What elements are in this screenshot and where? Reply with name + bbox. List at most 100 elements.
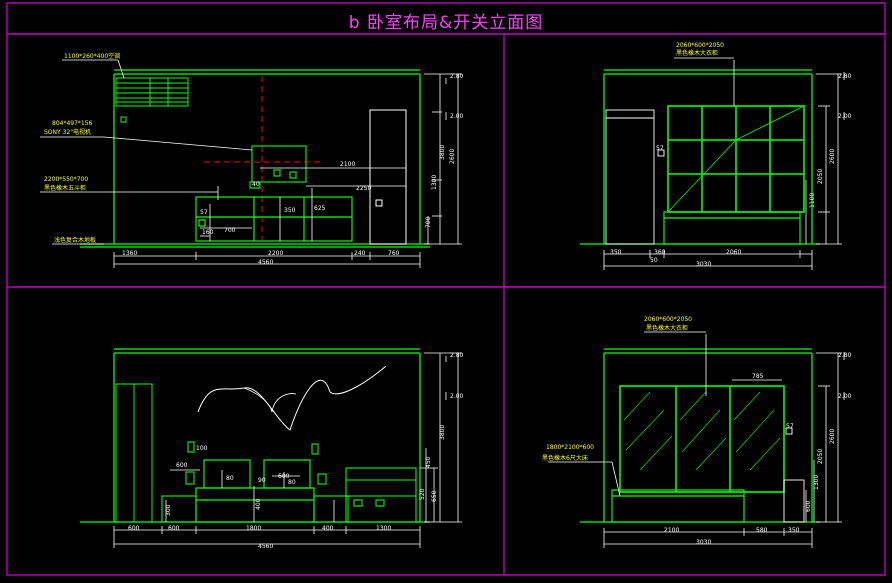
dim-b-4560: 4560 (258, 543, 273, 550)
wardrobe-diagonal (667, 105, 805, 213)
dim-v-1300: 1300 (813, 475, 820, 490)
dim-80-b: 80 (288, 479, 296, 486)
dim-b-1800: 1800 (246, 525, 261, 532)
dim-v-2050: 2050 (817, 449, 824, 464)
dim-2200: 2200 (268, 250, 283, 257)
dim-v-2600: 2600 (829, 149, 836, 164)
dim-57: 57 (200, 209, 208, 216)
leader-lines (40, 59, 253, 245)
elevation-tv-wall: 1100*260*400空调 804*497*156 SONY 32"电视机 2… (40, 52, 464, 268)
label-bed: 黑色橡木6尺大床 (542, 454, 588, 462)
dim-1360: 1360 (122, 250, 137, 257)
dim-57: 57 (786, 423, 794, 430)
wardrobe (667, 105, 805, 213)
elevation-wardrobe-wall: 2060*600*2050 黑色橡木大衣柜 57 350 360 2060 50… (580, 42, 852, 270)
sheet-frame (6, 2, 886, 576)
dim-3030: 3030 (696, 261, 711, 268)
dim-760: 760 (388, 250, 400, 257)
dimension-lines (603, 57, 845, 270)
glass-hatching (623, 391, 781, 471)
dim-b-600: 600 (128, 525, 140, 532)
side-unit (783, 427, 805, 523)
dim-700: 700 (224, 227, 236, 234)
dim-2250: 2250 (356, 185, 371, 192)
label-wardrobe-dims: 2060*600*2050 (644, 316, 692, 323)
dim-v-400: 400 (255, 498, 262, 510)
door (369, 109, 407, 245)
dim-2100: 2100 (340, 161, 355, 168)
dim-r-280: 2.80 (450, 352, 464, 359)
dim-r-280: 2.80 (450, 73, 464, 80)
dim-v-1300: 1300 (431, 175, 438, 190)
centerlines (204, 76, 320, 240)
sheet-title: b 卧室布局&开关立面图 (348, 13, 544, 33)
label-cabinet-dims: 2200*550*700 (44, 176, 88, 183)
dim-v-3800: 3800 (439, 145, 446, 160)
label-air-conditioner-dims: 1100*260*400空调 (64, 52, 120, 60)
dim-r-200: 2.00 (450, 393, 464, 400)
dim-r-280: 2.80 (838, 73, 852, 80)
dim-785: 785 (752, 373, 764, 380)
dim-b-1300: 1300 (376, 525, 391, 532)
dim-600-b: 600 (278, 473, 290, 480)
dim-80-a: 80 (226, 475, 234, 482)
dim-v-300: 300 (165, 504, 172, 516)
dim-b-400: 400 (322, 525, 334, 532)
curtain-column (115, 383, 153, 523)
dim-v-700: 700 (425, 216, 432, 228)
label-tv: SONY 32"电视机 (44, 128, 91, 136)
dim-v-650: 650 (431, 490, 438, 502)
label-bed-dims: 1800*2100*600 (546, 444, 594, 451)
elevation-bed-wall: 100 600 600 80 80 90 600 600 1800 400 13… (80, 348, 464, 550)
bed (663, 211, 801, 245)
dim-40: 40 (252, 181, 260, 188)
dim-625: 625 (314, 205, 326, 212)
dim-r-200: 2.00 (450, 113, 464, 120)
dim-50: 50 (650, 257, 658, 264)
label-wardrobe-dims: 2060*600*2050 (676, 42, 724, 49)
dim-v-600: 600 (805, 500, 812, 512)
dimension-lines (113, 352, 462, 548)
dim-r-200: 2.00 (838, 393, 852, 400)
dim-v-450: 450 (425, 456, 432, 468)
wall-switch (120, 116, 127, 123)
wall-art-curve-2 (243, 387, 297, 413)
bedside-tables (161, 441, 349, 523)
dim-360: 360 (654, 249, 666, 256)
dim-4560: 4560 (258, 259, 273, 266)
label-wardrobe: 黑色橡木大衣柜 (646, 324, 688, 332)
chest-of-drawers (195, 196, 353, 242)
tv-set (249, 145, 307, 189)
dim-b-2100: 2100 (664, 527, 679, 534)
glass-wardrobe (619, 385, 785, 493)
dim-v-1100: 1100 (809, 193, 816, 208)
double-bed (195, 459, 315, 523)
label-wardrobe: 黑色橡木大衣柜 (676, 49, 718, 57)
bed (611, 489, 745, 523)
dim-r-280: 2.80 (838, 352, 852, 359)
air-conditioner (115, 77, 189, 107)
dim-v-3800: 3800 (439, 425, 446, 440)
dim-v-2600: 2600 (829, 429, 836, 444)
dim-90: 90 (258, 477, 266, 484)
dim-b-350: 350 (788, 527, 800, 534)
dim-350: 350 (284, 207, 296, 214)
dim-v-2050: 2050 (817, 169, 824, 184)
dim-600-a: 600 (176, 462, 188, 469)
label-tv-dims: 804*497*156 (52, 120, 93, 127)
elevation-mirror-wardrobe: 2060*600*2050 黑色橡木大衣柜 1800*2100*600 黑色橡木… (542, 316, 852, 548)
dim-350: 350 (610, 249, 622, 256)
dim-100: 100 (196, 445, 208, 452)
side-wall-unit (605, 109, 665, 245)
dimension-lines (548, 331, 845, 548)
dim-b-580: 580 (756, 527, 768, 534)
dim-r-200: 2.00 (838, 113, 852, 120)
dim-240: 240 (354, 250, 366, 257)
dimension-lines (113, 73, 462, 268)
dim-b-600b: 600 (168, 525, 180, 532)
label-cabinet: 黑色橡木五斗柜 (44, 184, 86, 192)
wall-art-curve (197, 365, 387, 431)
wall-outline (80, 69, 430, 248)
